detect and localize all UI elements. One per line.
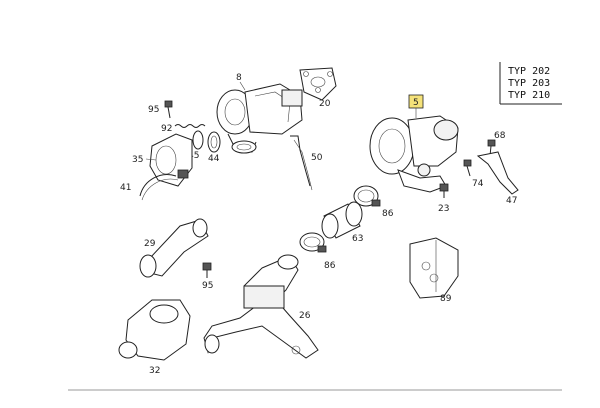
part-86-clamp-lower[interactable]: [299, 232, 327, 253]
part-47-bracket[interactable]: [476, 151, 519, 195]
label-86-upper: 86: [382, 209, 394, 219]
part-50-pipe[interactable]: [290, 135, 313, 191]
label-35: 35: [132, 155, 143, 165]
label-20: 20: [319, 99, 331, 109]
part-74-bolt[interactable]: [463, 159, 472, 177]
part-45-seal[interactable]: [192, 130, 204, 150]
label-86-lower: 86: [324, 261, 336, 271]
type-line-3: TYP 210: [508, 90, 550, 101]
part-20-gasket[interactable]: [299, 67, 337, 101]
label-68: 68: [494, 131, 506, 141]
label-92: 92: [161, 124, 172, 134]
label-74: 74: [472, 179, 484, 189]
label-29: 29: [144, 239, 156, 249]
part-23-bolt[interactable]: [439, 183, 449, 198]
label-23: 23: [438, 204, 449, 214]
part-95-bolt-lower[interactable]: [202, 262, 212, 278]
label-95-upper: 95: [148, 105, 159, 115]
part-32-air-box[interactable]: [118, 299, 191, 361]
part-26-intake-manifold[interactable]: [203, 254, 319, 359]
part-29-pipe[interactable]: [139, 218, 209, 278]
part-5-turbocharger[interactable]: [369, 115, 459, 193]
label-45: 45: [188, 151, 199, 161]
part-92-clip[interactable]: [174, 124, 206, 128]
part-95-bolt-upper[interactable]: [164, 100, 173, 119]
type-line-1: TYP 202: [508, 66, 550, 77]
label-47: 47: [506, 196, 517, 206]
label-26: 26: [299, 311, 311, 321]
label-32: 32: [149, 366, 160, 376]
part-89-bracket[interactable]: [409, 237, 459, 299]
part-63-hose[interactable]: [321, 201, 363, 239]
label-50: 50: [311, 153, 323, 163]
part-8-turbocharger[interactable]: [216, 83, 303, 154]
part-44-ring[interactable]: [207, 131, 221, 153]
part-86-clamp-upper[interactable]: [353, 185, 381, 207]
type-line-2: TYP 203: [508, 78, 550, 89]
part-41-clamp[interactable]: [139, 174, 179, 201]
part-35-elbow[interactable]: [149, 133, 193, 187]
label-5: 5: [413, 98, 419, 108]
label-41: 41: [120, 183, 131, 193]
label-63: 63: [352, 234, 363, 244]
label-8: 8: [236, 73, 242, 83]
type-box: TYP 202 TYP 203 TYP 210: [499, 62, 562, 105]
label-95-lower: 95: [202, 281, 213, 291]
label-44: 44: [208, 154, 220, 164]
label-89: 89: [440, 294, 452, 304]
